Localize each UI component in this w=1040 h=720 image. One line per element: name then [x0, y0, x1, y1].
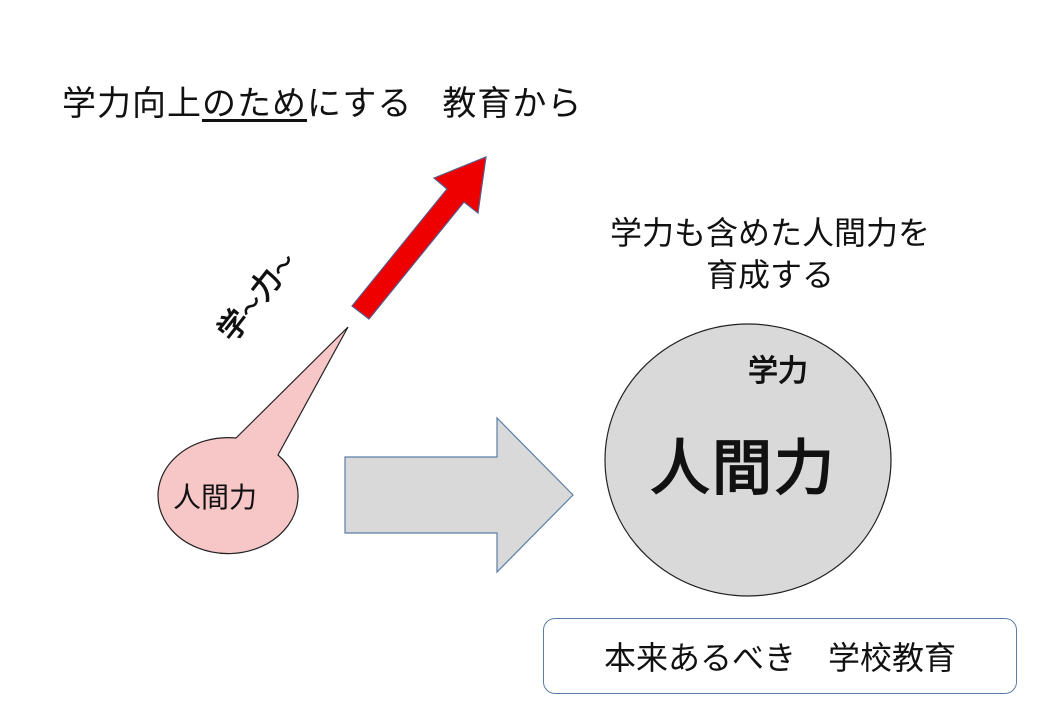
gray-right-arrow [344, 416, 574, 574]
title-text: 学力向上のためにする教育から [62, 76, 582, 125]
footer-box: 本来あるべき 学校教育 [543, 618, 1017, 694]
title-part1: 学力向上 [62, 84, 202, 124]
small-speech-bubble [157, 326, 349, 555]
goal-line1: 学力も含めた人間力を [609, 214, 930, 252]
title-underlined: のため [202, 84, 307, 124]
large-gray-circle [604, 323, 892, 597]
title-part2: にする [307, 84, 413, 124]
footer-label: 本来あるべき 学校教育 [603, 639, 956, 677]
title-part3: 教育から [442, 84, 583, 124]
small-bubble-label: 人間力 [172, 481, 257, 514]
goal-line2: 育成する [705, 256, 834, 294]
red-up-arrow [351, 156, 487, 320]
circle-main-label: 人間力 [650, 434, 836, 504]
goal-text: 学力も含めた人間力を 育成する [570, 212, 970, 296]
circle-small-label: 学力 [748, 354, 808, 389]
